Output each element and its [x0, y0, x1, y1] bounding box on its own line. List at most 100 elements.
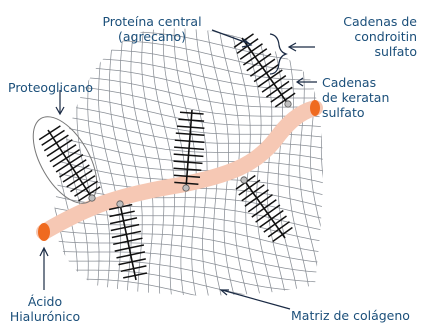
- proteoglycan: [38, 125, 101, 202]
- collagen-fiber: [54, 180, 323, 222]
- chondroitin-label-line-1: Cadenas de: [343, 14, 417, 29]
- sulfate-chain: [74, 180, 99, 197]
- sulfate-chain: [52, 148, 81, 168]
- sulfate-chain: [173, 160, 203, 165]
- collagen-fiber: [119, 28, 143, 296]
- collagen-fiber: [54, 278, 323, 296]
- core-protein: [241, 37, 289, 105]
- sulfate-chain: [179, 111, 204, 115]
- sulfate-chain: [174, 181, 199, 185]
- sulfate-chain: [272, 226, 293, 243]
- keratan-label-line-3: sulfato: [322, 105, 365, 120]
- sulfate-chain: [173, 153, 204, 158]
- collagen-matrix-label: Matriz de colágeno: [291, 308, 410, 323]
- sulfate-chain: [274, 92, 296, 108]
- collagen-arrowhead: [219, 289, 229, 296]
- sulfate-chain: [242, 48, 268, 66]
- collagen-fiber: [54, 238, 323, 274]
- sulfate-chain: [238, 179, 261, 196]
- core-protein-label-line-2: (agrecano): [117, 29, 186, 44]
- collagen-fiber: [317, 28, 323, 296]
- link-protein-attachment: [240, 176, 248, 184]
- collagen-fiber: [195, 28, 224, 296]
- sulfate-chain: [257, 69, 283, 88]
- sulfate-chain: [78, 186, 101, 202]
- sulfate-chain: [259, 209, 284, 228]
- collagen-fiber: [54, 227, 323, 264]
- sulfate-chain: [251, 199, 277, 218]
- sulfate-chain: [244, 189, 269, 207]
- sulfate-chain: [66, 169, 93, 188]
- collagen-fiber: [278, 28, 311, 296]
- sulfate-chain: [267, 221, 290, 238]
- sulfate-chain: [178, 118, 205, 122]
- core-protein-arrowhead: [241, 38, 253, 48]
- sulfate-chain: [253, 63, 280, 83]
- core-protein: [185, 109, 193, 189]
- sulfate-chain: [118, 258, 146, 266]
- proteoglycan: [233, 33, 296, 108]
- proteoglycan-label: Proteoglicano: [8, 80, 94, 95]
- chondroitin-arrowhead: [287, 42, 297, 52]
- link-protein-attachment: [88, 194, 96, 202]
- proteoglycan-outline: [32, 116, 98, 204]
- chondroitin-label: Cadenas de condroitin sulfato: [305, 14, 417, 59]
- collagen-fiber: [130, 28, 154, 296]
- collagen-fiber: [266, 28, 300, 296]
- link-protein-attachment: [116, 200, 124, 208]
- collagen-fiber: [54, 259, 323, 292]
- core-protein-label-line-1: Proteína central: [102, 14, 202, 29]
- proteoglycan: [108, 200, 148, 281]
- sulfate-chain: [233, 33, 254, 49]
- sulfate-chain: [174, 139, 205, 144]
- sulfate-chain: [241, 184, 265, 202]
- sulfate-chain: [175, 132, 205, 137]
- collagen-fiber: [162, 28, 186, 296]
- sulfate-chain: [173, 174, 201, 179]
- keratan-label-line-2: de keratan: [322, 90, 390, 105]
- callout-lines: [39, 29, 317, 310]
- hyaluronic-acid-label-line-1: Ácido: [27, 294, 63, 309]
- sulfate-chain: [59, 159, 87, 178]
- sulfate-chain: [123, 272, 148, 279]
- sulfate-chain: [70, 175, 96, 193]
- collagen-fiber: [54, 269, 323, 296]
- sulfate-chain: [263, 215, 287, 233]
- sulfate-chain: [49, 144, 77, 163]
- proteoglycan: [235, 174, 293, 243]
- sulfate-chain: [255, 204, 281, 223]
- core-protein-arrow: [211, 29, 251, 45]
- collagen-fiber: [206, 28, 237, 296]
- sulfate-chain: [110, 223, 140, 232]
- sulfate-chain: [239, 43, 263, 60]
- sulfate-chain: [120, 265, 147, 273]
- link-protein-attachment: [284, 100, 292, 108]
- sulfate-chain: [55, 153, 84, 173]
- sulfate-chain: [174, 146, 205, 151]
- sulfate-chain: [249, 58, 276, 77]
- sulfate-chain: [109, 217, 138, 225]
- sulfate-chain: [270, 86, 293, 103]
- sulfate-chain: [38, 125, 61, 141]
- core-protein: [119, 203, 137, 281]
- chondroitin-label-line-3: sulfato: [374, 44, 417, 59]
- sulfate-chain: [43, 134, 69, 152]
- collagen-fiber: [54, 123, 323, 163]
- keratan-label-line-1: Cadenas: [322, 75, 377, 90]
- sulfate-chain: [173, 167, 202, 172]
- hyaluronic-acid-end-right: [310, 100, 320, 116]
- proteoglycan: [173, 109, 205, 192]
- sulfate-chain: [41, 129, 65, 146]
- sulfate-chain: [113, 237, 143, 246]
- collagen-fiber: [253, 28, 288, 296]
- collagen-fiber: [108, 28, 132, 296]
- hyaluronic-acid-label-line-2: Hialurónico: [9, 309, 81, 324]
- proteoglycan-arrowhead: [55, 106, 65, 116]
- hyaluronic-acid-end-left: [38, 223, 50, 241]
- sulfate-chain: [176, 125, 205, 129]
- core-protein: [47, 129, 93, 199]
- sulfate-chain: [46, 139, 73, 157]
- keratan-arrowhead: [295, 77, 304, 87]
- sulfate-chain: [111, 230, 142, 239]
